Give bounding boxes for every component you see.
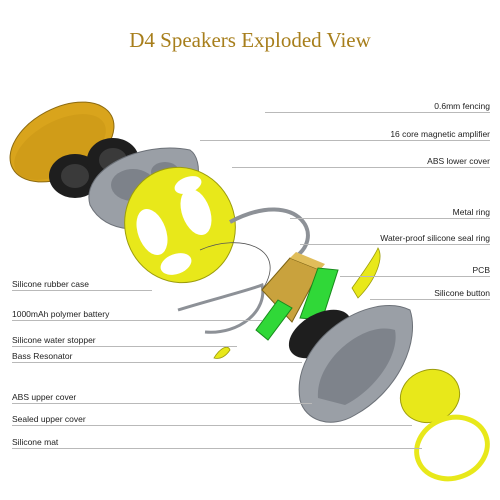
sealed-upper-cover [399, 369, 461, 423]
label-sealed-upper-cover: Sealed upper cover [12, 414, 86, 424]
leader-line [12, 425, 412, 426]
label-polymer-battery: 1000mAh polymer battery [12, 309, 110, 319]
label-seal-ring: Water-proof silicone seal ring [380, 233, 490, 243]
leader-line [12, 320, 262, 321]
leader-line [12, 346, 237, 347]
leader-line [12, 448, 422, 449]
label-silicone-button: Silicone button [434, 288, 490, 298]
label-silicone-mat: Silicone mat [12, 437, 59, 447]
label-bass-resonator: Bass Resonator [12, 351, 73, 361]
leader-line [12, 290, 152, 291]
label-abs-lower-cover: ABS lower cover [427, 156, 490, 166]
label-abs-upper-cover: ABS upper cover [12, 392, 77, 402]
leader-line [200, 140, 490, 141]
seal-ring [177, 207, 310, 334]
silicone-rubber-case [124, 166, 236, 284]
label-pcb: PCB [472, 265, 490, 275]
label-silicone-rubber-case: Silicone rubber case [12, 279, 90, 289]
leader-line [290, 218, 490, 219]
silicone-button [351, 247, 381, 299]
leader-line [340, 276, 490, 277]
leader-line [300, 244, 490, 245]
leader-line [265, 112, 490, 113]
leader-line [232, 167, 490, 168]
leader-line [12, 403, 312, 404]
water-stopper [213, 346, 231, 359]
abs-upper-cover [298, 305, 414, 423]
leader-line [12, 362, 302, 363]
label-water-stopper: Silicone water stopper [12, 335, 96, 345]
label-magnetic-amplifier: 16 core magnetic amplifier [390, 129, 490, 139]
label-fencing: 0.6mm fencing [434, 101, 490, 111]
silicone-mat [414, 414, 490, 482]
leader-line [370, 299, 490, 300]
pcb-board [255, 267, 339, 341]
label-metal-ring: Metal ring [452, 207, 490, 217]
diagram-title: D4 Speakers Exploded View [129, 28, 371, 52]
